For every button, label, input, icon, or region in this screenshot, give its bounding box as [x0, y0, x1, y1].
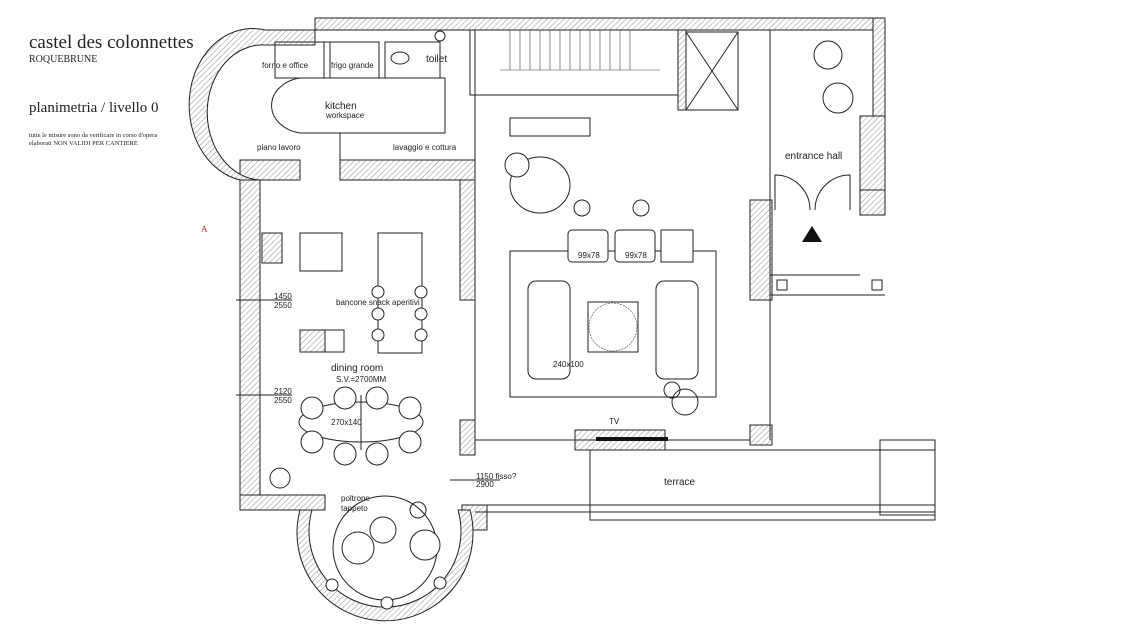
label-kitchen: kitchen [325, 101, 357, 112]
label-tv: TV [609, 417, 620, 426]
armchair-icon [813, 40, 843, 70]
label-armchair-2: 99x78 [625, 251, 647, 260]
sofa-left [527, 280, 571, 380]
label-poltrone: poltrone [341, 494, 370, 503]
entrance-door-icon [774, 174, 851, 211]
dim-2-width: 2120 [274, 387, 292, 396]
dim-1-height: 2550 [274, 301, 292, 310]
label-frigo-grande: frigo grande [331, 61, 374, 70]
entrance-arrow-icon [802, 226, 822, 242]
elevator [685, 31, 739, 111]
toilet-bowl-icon [390, 51, 410, 65]
walls [188, 17, 936, 622]
label-bancone: bancone snack aperitivi [336, 298, 420, 307]
rug [509, 250, 717, 398]
project-location: ROQUEBRUNE [29, 54, 98, 65]
project-title: castel des colonnettes [29, 32, 194, 53]
dining-area [261, 232, 428, 489]
living-area [504, 152, 717, 441]
label-ceiling-height: S.V.=2700MM [336, 375, 387, 384]
entrance-hall [774, 40, 883, 291]
label-piano-lavoro: piano lavoro [257, 143, 301, 152]
label-lavaggio-cottura: lavaggio e cottura [393, 143, 457, 152]
label-workspace: workspace [325, 111, 365, 120]
disclaimer-note: tutte le misure sono da verificare in co… [29, 132, 158, 147]
label-toilet: toilet [426, 54, 447, 65]
sheet-title: planimetria / livello 0 [29, 100, 159, 116]
label-sofa-size: 240x100 [553, 360, 584, 369]
console-table [509, 117, 591, 137]
label-tappeto: tappeto [341, 504, 368, 513]
armchair-99x78 [614, 229, 656, 263]
side-table [660, 229, 694, 263]
label-entrance-hall: entrance hall [785, 151, 842, 162]
label-forno-office: forno e office [262, 61, 309, 70]
armchair-99x78 [567, 229, 609, 263]
dim-3-width: 1150 fisso? [476, 472, 517, 481]
sink-icon [434, 30, 446, 42]
dim-2-height: 2550 [274, 396, 292, 405]
staircase [469, 29, 679, 96]
label-armchair-1: 99x78 [578, 251, 600, 260]
dimension-annotations: 1450 2550 2120 2550 1150 fisso? 2900 [236, 292, 517, 489]
section-marker: A [201, 224, 208, 234]
dim-1-width: 1450 [274, 292, 292, 301]
label-dining-room: dining room [331, 363, 383, 374]
label-terrace: terrace [664, 477, 696, 488]
kitchen [271, 30, 591, 160]
sofa-right [655, 280, 699, 380]
title-block: castel des colonnettes ROQUEBRUNE planim… [29, 33, 194, 148]
bay-lounge [325, 495, 447, 610]
armchair-icon [822, 82, 854, 114]
dim-3-height: 2900 [476, 480, 494, 489]
label-table-size: 270x140 [331, 418, 362, 427]
room-labels: forno e office frigo grande toilet kitch… [257, 54, 842, 513]
coffee-table [587, 301, 639, 353]
